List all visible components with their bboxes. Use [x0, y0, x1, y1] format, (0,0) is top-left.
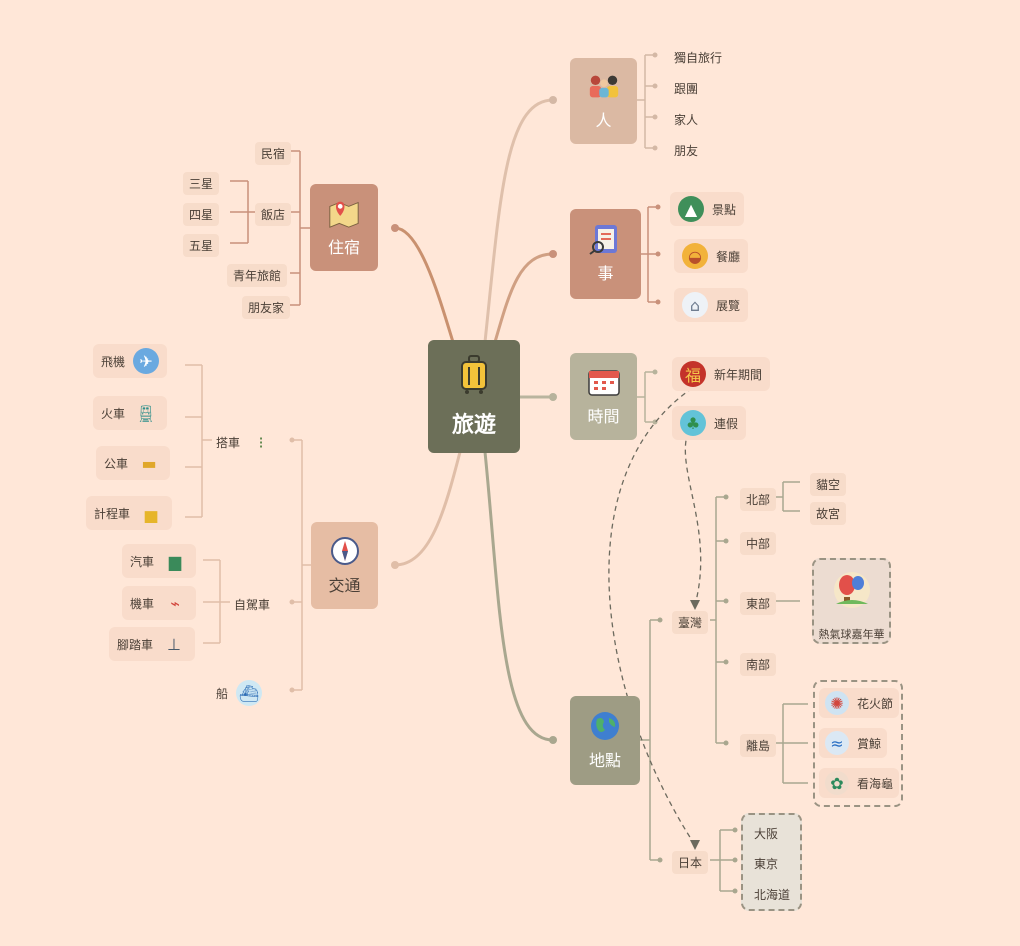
balloon-festival-box[interactable]: 熱氣球嘉年華	[812, 558, 891, 644]
bus-icon: ▬	[141, 453, 157, 473]
japan-item-tokyo[interactable]: 東京	[754, 857, 779, 871]
globe-icon	[588, 711, 622, 741]
things-label: 事	[597, 264, 614, 283]
central-node[interactable]: 中部	[740, 532, 777, 555]
things-item-exhibition[interactable]: ⌂ 展覽	[674, 288, 749, 322]
taxi-icon: ▅	[144, 503, 158, 523]
people-icon	[587, 71, 621, 101]
ride-item-train[interactable]: 火車 🚆︎	[93, 396, 168, 430]
root-label: 旅遊	[451, 412, 496, 438]
traffic-light-icon: ⁝	[258, 432, 264, 452]
islands-item-whale[interactable]: ≈ 賞鯨	[819, 728, 888, 758]
transport-drive[interactable]: 自駕車	[234, 598, 271, 612]
stay-node[interactable]: 住宿	[310, 184, 378, 271]
time-item-holiday[interactable]: ♣ 連假	[672, 406, 747, 440]
transport-label: 交通	[328, 575, 361, 595]
north-item-maokong[interactable]: 貓空	[810, 473, 847, 496]
japan-item-hokkaido[interactable]: 北海道	[754, 888, 791, 902]
time-label: 時間	[587, 406, 620, 426]
ride-item-bus[interactable]: 公車 ▬	[96, 446, 171, 480]
segway-icon: ⊥	[167, 634, 181, 654]
stay-item-minsu[interactable]: 民宿	[255, 142, 292, 165]
drive-item-scooter[interactable]: 機車 ⌁	[122, 586, 197, 620]
map-pin-icon	[327, 198, 361, 228]
compass-icon	[328, 536, 362, 566]
luggage-icon	[458, 354, 490, 399]
people-item-solo[interactable]: 獨自旅行	[674, 51, 723, 65]
north-item-palace[interactable]: 故宮	[810, 502, 847, 525]
time-node[interactable]: 時間	[570, 353, 637, 440]
airplane-icon: ✈	[133, 348, 160, 374]
lantern-icon: 福	[680, 361, 706, 387]
ride-item-taxi[interactable]: 計程車 ▅	[86, 496, 173, 530]
things-item-restaurant[interactable]: ◒ 餐廳	[674, 239, 749, 273]
checklist-icon	[588, 224, 623, 255]
things-item-attractions[interactable]: ▲ 景點	[670, 192, 745, 226]
turtle-icon: ✿	[825, 771, 849, 795]
islands-item-turtle[interactable]: ✿ 看海龜	[819, 768, 900, 798]
islands-item-fireworks[interactable]: ✺ 花火節	[819, 688, 900, 718]
fireworks-icon: ✺	[825, 691, 849, 715]
transport-boat[interactable]: 船 ⛴	[208, 676, 270, 710]
stay-item-hostel[interactable]: 青年旅館	[227, 264, 288, 287]
ride-item-plane[interactable]: 飛機 ✈	[93, 344, 168, 378]
place-node[interactable]: 地點	[570, 696, 640, 785]
hotel-star-5[interactable]: 五星	[183, 234, 220, 257]
east-node[interactable]: 東部	[740, 592, 777, 615]
islands-node[interactable]: 離島	[740, 734, 777, 757]
hot-air-balloon-icon	[832, 570, 872, 610]
japan-node[interactable]: 日本	[672, 851, 709, 874]
root-node[interactable]: 旅遊	[428, 340, 520, 453]
japan-item-osaka[interactable]: 大阪	[754, 827, 779, 841]
time-item-newyear[interactable]: 福 新年期間	[672, 357, 771, 391]
island-icon: ♣	[680, 410, 706, 436]
calendar-icon	[587, 367, 621, 397]
people-item-tour[interactable]: 跟團	[674, 82, 699, 96]
people-item-family[interactable]: 家人	[674, 113, 699, 127]
hotel-star-3[interactable]: 三星	[183, 172, 220, 195]
people-label: 人	[595, 111, 612, 130]
opera-house-icon: ⌂	[682, 292, 708, 318]
food-icon: ◒	[682, 243, 708, 269]
people-item-friends[interactable]: 朋友	[674, 144, 699, 158]
drive-item-bicycle[interactable]: 腳踏車 ⊥	[109, 627, 196, 661]
ship-icon: ⛴	[236, 680, 263, 706]
hotel-star-4[interactable]: 四星	[183, 203, 220, 226]
islands-items-box	[813, 680, 903, 807]
things-node[interactable]: 事	[570, 209, 641, 299]
whale-icon: ≈	[825, 731, 849, 755]
people-node[interactable]: 人	[570, 58, 637, 144]
transport-node[interactable]: 交通	[311, 522, 378, 609]
south-node[interactable]: 南部	[740, 653, 777, 676]
stay-item-hotel[interactable]: 飯店	[255, 203, 292, 226]
car-icon: ▆	[168, 551, 182, 571]
north-node[interactable]: 北部	[740, 488, 777, 511]
drive-item-car[interactable]: 汽車 ▆	[122, 544, 197, 578]
east-item-balloon: 熱氣球嘉年華	[818, 628, 885, 641]
taiwan-node[interactable]: 臺灣	[672, 611, 709, 634]
trees-icon: ▲	[678, 196, 704, 222]
stay-item-friend-home[interactable]: 朋友家	[242, 296, 291, 319]
train-icon: 🚆︎	[135, 403, 157, 423]
scooter-icon: ⌁	[170, 593, 180, 613]
japan-items-box	[741, 813, 802, 911]
place-label: 地點	[588, 750, 621, 770]
transport-ride[interactable]: 搭車 ⁝	[208, 425, 282, 459]
stay-label: 住宿	[327, 237, 360, 257]
